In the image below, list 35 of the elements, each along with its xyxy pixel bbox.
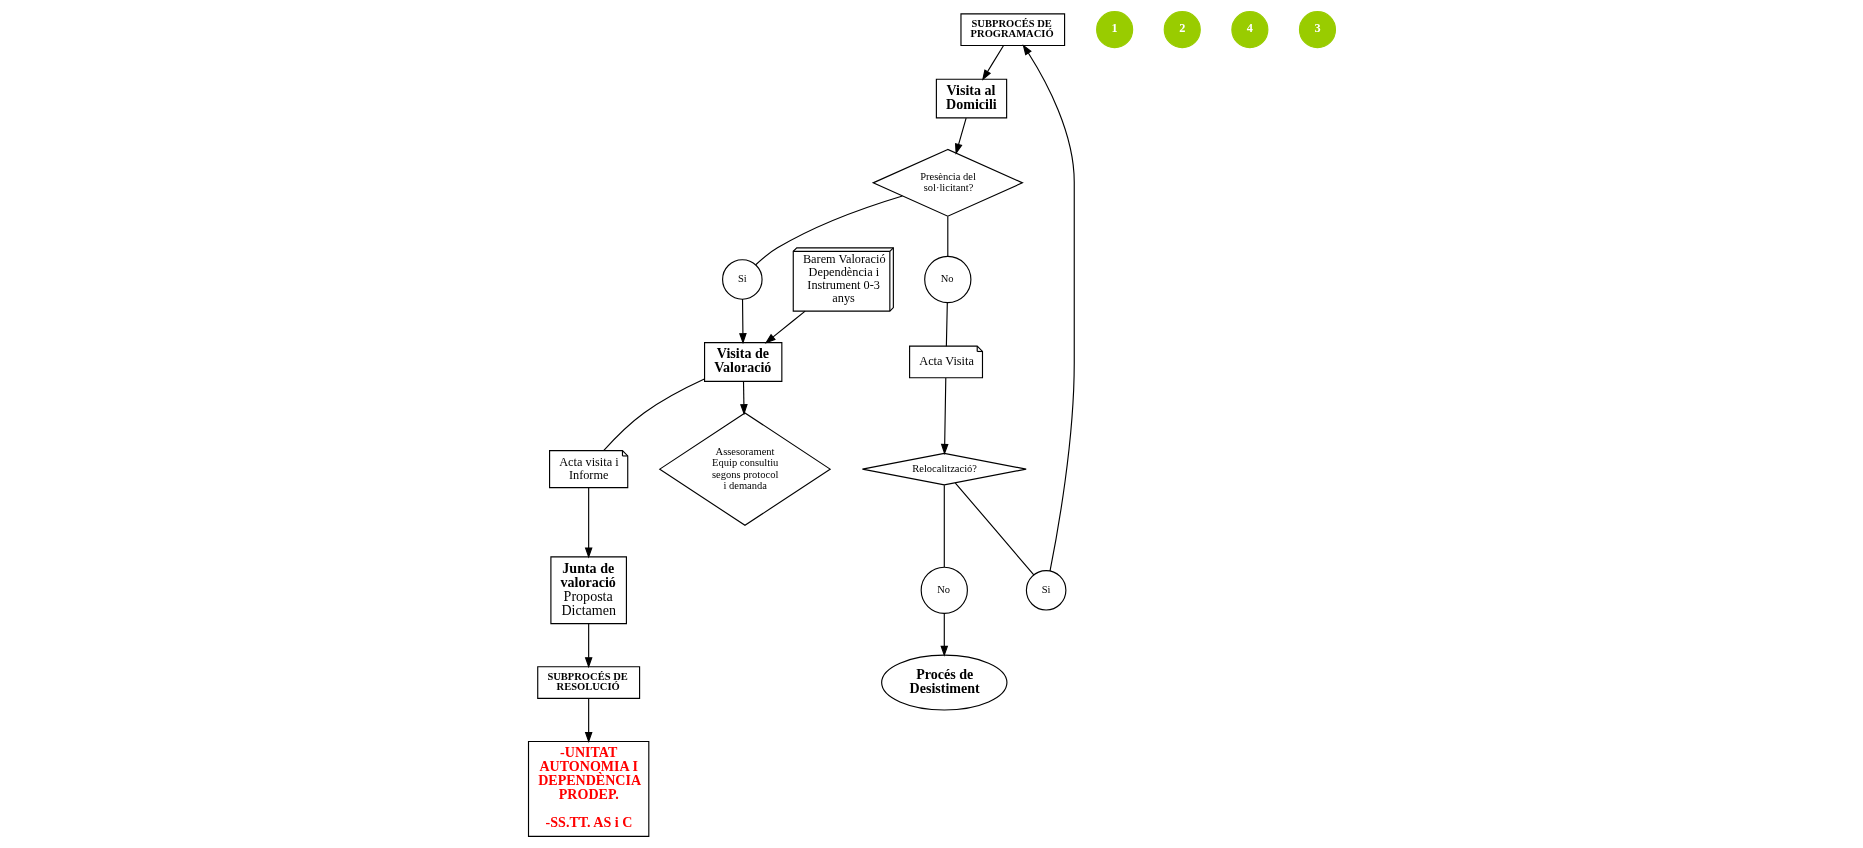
node-ellipse: Procés de Desistiment (880, 654, 1007, 711)
arrow (584, 697, 593, 744)
arrow (738, 298, 747, 345)
node-box: Visita al Domicili (935, 78, 1007, 119)
node-diamond: Relocalització? (861, 452, 1027, 486)
arrow (981, 45, 1004, 81)
arrow (940, 377, 949, 455)
connector (943, 484, 945, 568)
node-box: SUBPROCÉS DE PROGRAMACIÓ (959, 13, 1065, 46)
node-circle: 3 (1298, 11, 1336, 49)
connector (945, 302, 948, 347)
arrow (739, 380, 748, 416)
arrow (764, 310, 806, 344)
node-circle: Si (721, 259, 763, 300)
node-circle: Si (1025, 570, 1066, 611)
node-circle: No (923, 255, 971, 304)
node-circle: 4 (1230, 11, 1268, 49)
arrow (584, 487, 593, 559)
node-box: Junta de valoració Proposta Dictamen (549, 556, 627, 625)
node-box: SUBPROCÉS DE RESOLUCIÓ (536, 666, 640, 699)
node-circle: No (920, 566, 968, 614)
connector (602, 378, 705, 452)
node-circle: 2 (1163, 11, 1201, 49)
connector (954, 482, 1034, 576)
node-box: -UNITAT AUTONOMIA I DEPENDÈNCIA PRODEP. -SS.TT. AS i C (527, 740, 649, 837)
arrow (1022, 44, 1075, 572)
node-circle: 1 (1095, 11, 1133, 49)
node-diamond: Assesorament Equip consultiu segons protocol i demanda (658, 412, 831, 526)
arrow (954, 117, 967, 155)
node-diamond: Presència del sol·licitant? (871, 148, 1024, 217)
connector (946, 215, 948, 257)
connector (754, 195, 903, 266)
arrow (584, 623, 593, 669)
node-box: Visita de Valoració (703, 342, 782, 382)
arrow (939, 613, 948, 657)
